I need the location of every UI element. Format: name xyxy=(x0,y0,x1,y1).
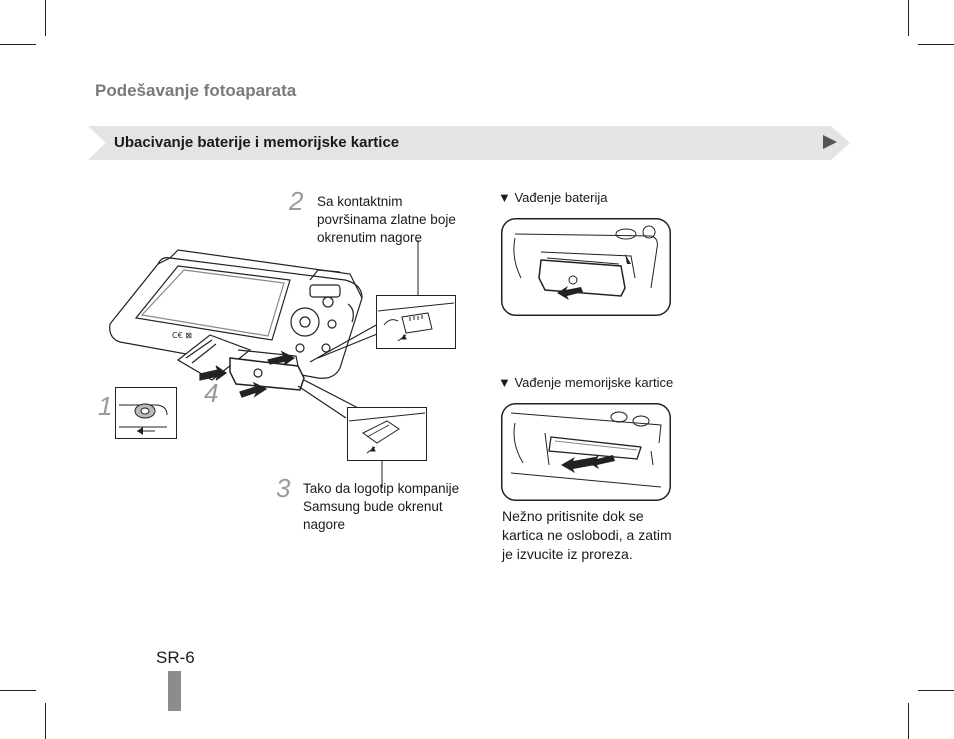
card-removal-note: Nežno pritisnite dok se kartica ne oslob… xyxy=(502,508,672,562)
section-banner xyxy=(88,126,850,160)
step-number: 4 xyxy=(204,378,219,408)
crop-mark-icon xyxy=(0,690,36,691)
card-logo-inset xyxy=(347,407,427,461)
crop-mark-icon xyxy=(45,703,46,739)
card-removal-illustration xyxy=(501,403,671,501)
step-2-caption: Sa kontaktnim površinama zlatne boje okr… xyxy=(317,194,456,245)
crop-mark-icon xyxy=(908,703,909,739)
battery-removal-heading: ▼ Vađenje baterija xyxy=(498,190,608,205)
crop-mark-icon xyxy=(908,0,909,36)
svg-text:C€ ⊠: C€ ⊠ xyxy=(172,331,192,340)
page-marker-bar xyxy=(168,671,181,711)
battery-removal-illustration xyxy=(501,218,671,316)
card-contacts-inset xyxy=(376,295,456,349)
card-removal-heading: ▼ Vađenje memorijske kartice xyxy=(498,375,674,390)
crop-mark-icon xyxy=(918,44,954,45)
crop-mark-icon xyxy=(918,690,954,691)
crop-mark-icon xyxy=(45,0,46,36)
section-title: Podešavanje fotoaparata xyxy=(95,81,297,100)
step-number: 1 xyxy=(98,391,113,421)
step-number: 2 xyxy=(289,186,304,216)
crop-mark-icon xyxy=(0,44,36,45)
step-3-caption: Tako da logotip kompanije Samsung bude o… xyxy=(303,481,460,532)
camera-illustration: C€ ⊠ xyxy=(109,240,419,488)
banner-title: Ubacivanje baterije i memorijske kartice xyxy=(114,134,400,151)
page-number: SR-6 xyxy=(156,648,195,667)
triangle-right-icon xyxy=(823,135,837,149)
step-number: 3 xyxy=(276,473,291,503)
battery-lock-inset xyxy=(115,387,177,439)
